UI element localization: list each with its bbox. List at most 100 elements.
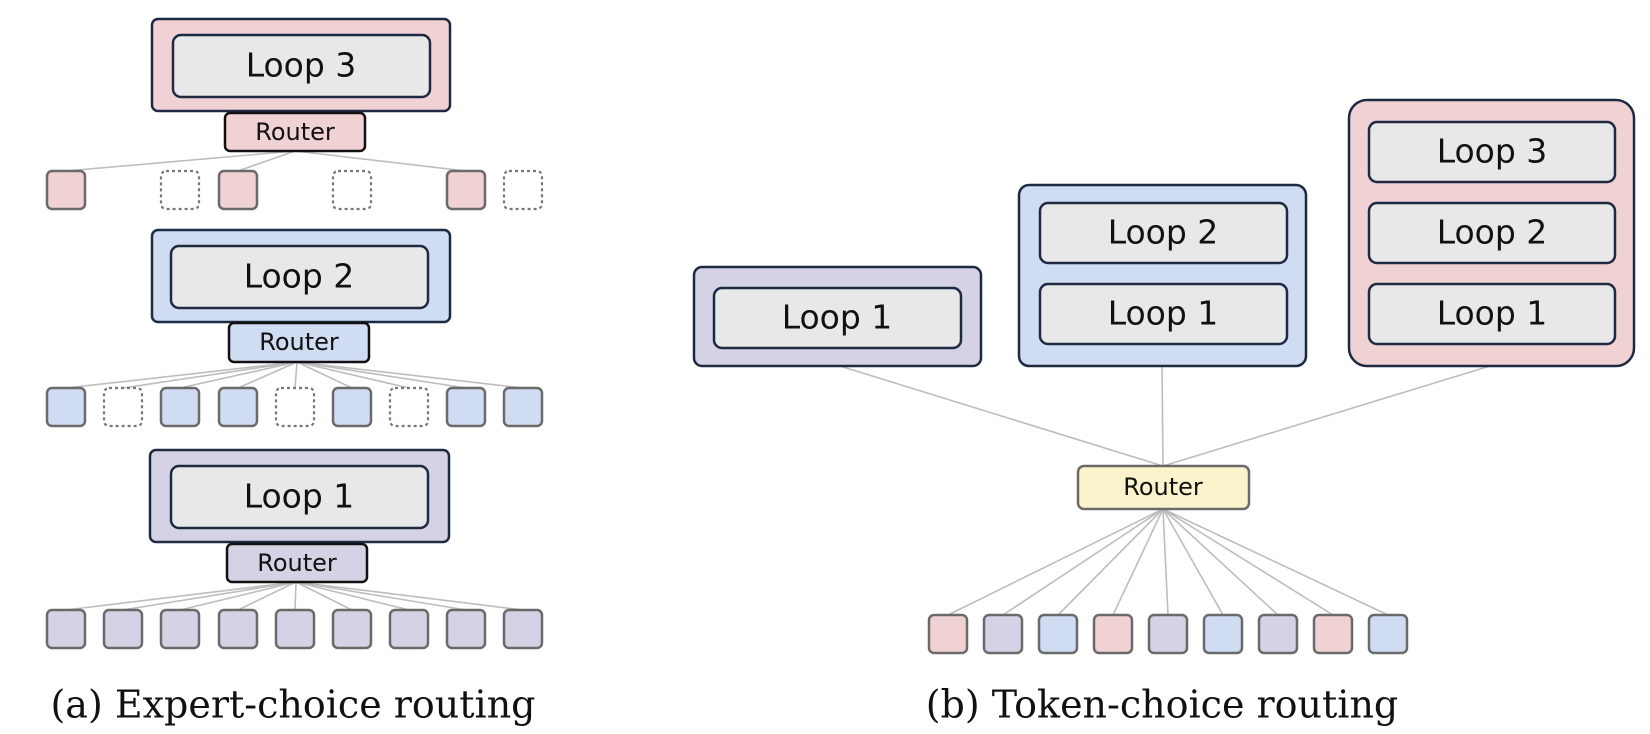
panel-b-depth3-block: Loop 3 Loop 2 Loop 1: [1347, 98, 1636, 368]
connection-lines: [65, 150, 1491, 616]
router-loop3-label: Router: [255, 118, 335, 146]
token-row-link: [1162, 508, 1169, 616]
loop3-row-empty-slot: [502, 169, 544, 211]
panel-b-depth1-block: Loop 1: [692, 265, 983, 368]
depth1-loop1-label: Loop 1: [782, 298, 893, 337]
token-row-token: [1257, 613, 1299, 655]
loop3-row-link: [65, 150, 296, 172]
token-row-token: [927, 613, 969, 655]
loop2-inner-box: [169, 244, 430, 310]
loop1-row-token: [331, 608, 373, 650]
router-to-depth2-link: [1161, 365, 1164, 467]
loop2-row-link: [237, 361, 298, 389]
router-loop3-box: [223, 111, 367, 153]
panel-b-token-row: [927, 613, 1409, 655]
loop2-row-link: [122, 361, 298, 389]
depth3-loop1-box: [1367, 282, 1617, 346]
depth2-loop1-box: [1038, 282, 1289, 346]
router-loop1-box: [225, 542, 369, 584]
loop2-row-link: [296, 361, 524, 389]
loop1-row-link: [295, 581, 524, 611]
loop1-row-link: [295, 581, 410, 611]
panel-a-router-loop3: Router: [223, 111, 367, 153]
panel-a-token-row-loop1: [45, 608, 544, 650]
router-loop1-label: Router: [257, 549, 337, 577]
loop1-row-token: [159, 608, 201, 650]
loop2-row-token: [45, 386, 87, 428]
loop3-row-empty-slot: [159, 169, 201, 211]
loop1-row-link: [122, 581, 297, 611]
loop3-row-token: [217, 169, 259, 211]
depth3-loop3-box: [1367, 120, 1617, 184]
loop1-row-token: [102, 608, 144, 650]
loop2-row-link: [65, 361, 298, 389]
loop2-row-link: [294, 361, 298, 389]
panel-b-depth2-block: Loop 2 Loop 1: [1017, 183, 1308, 368]
token-row-token: [1092, 613, 1134, 655]
loop2-row-token: [217, 386, 259, 428]
router-loop2-label: Router: [259, 328, 339, 356]
loop2-row-token: [331, 386, 373, 428]
panel-a-expert-choice: Loop 3 Router Loop 2 Router Loop 1 Route…: [45, 17, 544, 727]
loop3-row-link: [294, 150, 467, 172]
panel-a-router-loop2: Router: [227, 321, 371, 364]
router-b-box: [1076, 464, 1251, 511]
token-row-token: [1202, 613, 1244, 655]
token-row-token: [1312, 613, 1354, 655]
depth1-loop1-box: [712, 286, 963, 350]
loop1-row-token: [502, 608, 544, 650]
depth3-loop2-label: Loop 2: [1437, 213, 1548, 252]
depth2-loop2-box: [1038, 201, 1289, 265]
token-row-token: [1367, 613, 1409, 655]
caption-b: (b) Token-choice routing: [926, 683, 1399, 727]
depth3-loop2-box: [1367, 201, 1617, 265]
loop2-label: Loop 2: [244, 257, 355, 296]
loop3-label: Loop 3: [246, 46, 357, 85]
panel-a-token-row-loop2: [45, 386, 544, 428]
loop2-row-empty-slot: [274, 386, 316, 428]
token-row-link: [947, 508, 1164, 616]
loop1-row-link: [295, 581, 353, 611]
loop1-row-link: [294, 581, 297, 611]
panel-a-loop1-block: Loop 1: [148, 448, 451, 544]
loop3-inner-box: [171, 33, 432, 99]
loop1-row-token: [274, 608, 316, 650]
panel-b-token-choice: Loop 1 Loop 2 Loop 1 Loop 3 Loop 2 Loop …: [692, 98, 1636, 727]
loop1-row-link: [295, 581, 467, 611]
token-row-link: [1002, 508, 1164, 616]
token-row-link: [1162, 508, 1224, 616]
loop2-row-link: [296, 361, 353, 389]
depth3-loop3-label: Loop 3: [1437, 132, 1548, 171]
loop1-row-link: [179, 581, 297, 611]
token-row-token: [1037, 613, 1079, 655]
router-loop2-box: [227, 321, 371, 364]
token-row-link: [1057, 508, 1164, 616]
token-row-token: [982, 613, 1024, 655]
loop1-row-token: [388, 608, 430, 650]
loop1-label: Loop 1: [244, 477, 355, 516]
loop3-row-empty-slot: [331, 169, 373, 211]
depth2-loop1-label: Loop 1: [1108, 294, 1219, 333]
loop2-row-token: [159, 386, 201, 428]
router-to-depth1-link: [839, 365, 1164, 467]
token-row-link: [1112, 508, 1164, 616]
loop1-row-link: [237, 581, 297, 611]
panel-a-token-row-loop3: [45, 169, 544, 211]
token-row-link: [1162, 508, 1279, 616]
router-b-label: Router: [1123, 473, 1203, 501]
loop2-row-link: [296, 361, 410, 389]
loop1-row-link: [65, 581, 297, 611]
depth2-loop2-label: Loop 2: [1108, 213, 1219, 252]
loop3-row-token: [45, 169, 87, 211]
depth3-loop1-label: Loop 1: [1437, 294, 1548, 333]
loop3-row-token: [445, 169, 487, 211]
loop2-row-link: [296, 361, 467, 389]
panel-a-router-loop1: Router: [225, 542, 369, 584]
loop2-row-link: [179, 361, 298, 389]
panel-a-loop3-block: Loop 3: [150, 17, 452, 113]
loop2-row-empty-slot: [102, 386, 144, 428]
panel-a-loop2-block: Loop 2: [150, 228, 452, 324]
loop2-row-empty-slot: [388, 386, 430, 428]
token-row-link: [1162, 508, 1334, 616]
